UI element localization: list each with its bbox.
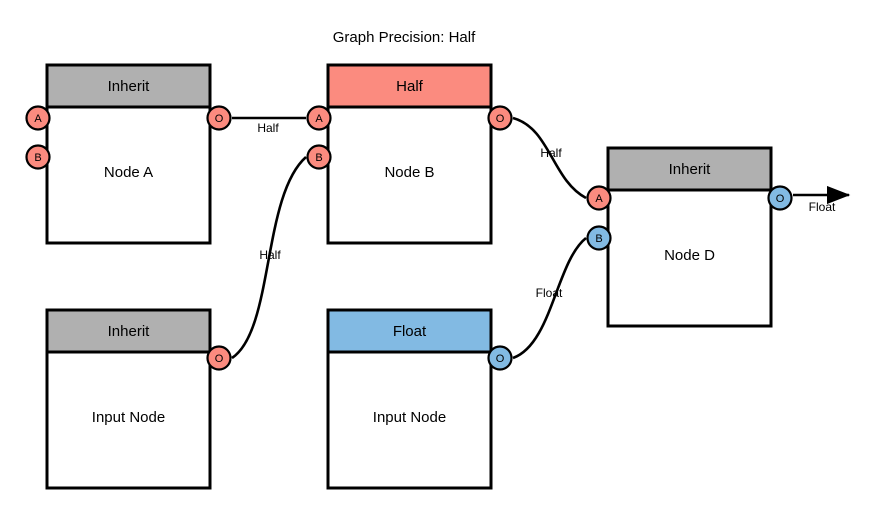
port-letter: O — [496, 113, 505, 125]
port-letter: O — [496, 353, 505, 365]
node-header-label: Inherit — [669, 161, 712, 178]
port-output-o[interactable]: O — [487, 345, 513, 371]
port-circle[interactable] — [25, 144, 51, 170]
page-title: Graph Precision: Half — [333, 29, 476, 46]
edge-edge-inputleft-out-to-b-in-b: Half — [231, 156, 307, 360]
graph-output-layer: Float — [793, 185, 851, 214]
port-letter: O — [215, 353, 224, 365]
edge-edge-a-out-to-b-in-a: Half — [232, 116, 306, 135]
node-header[interactable] — [326, 63, 493, 109]
port-circle[interactable] — [586, 185, 612, 211]
edge-label: Half — [540, 146, 562, 160]
node-header-label: Inherit — [108, 323, 151, 340]
edge-line[interactable] — [512, 116, 587, 200]
node-name-label: Node A — [104, 164, 153, 181]
edge-label: Half — [257, 121, 279, 135]
port-circle[interactable] — [206, 105, 232, 131]
port-letter: O — [215, 113, 224, 125]
port-output-o[interactable]: O — [206, 345, 232, 371]
port-letter: B — [315, 152, 322, 164]
node-header[interactable] — [606, 146, 773, 192]
edge-line[interactable] — [512, 236, 587, 360]
edge-edge-inputmiddle-out-to-d-in-b: Float — [512, 236, 587, 360]
port-circle[interactable] — [767, 185, 793, 211]
node-header[interactable] — [326, 308, 493, 354]
port-input-a[interactable]: A — [25, 105, 51, 131]
port-letter: O — [776, 193, 785, 205]
port-letter: B — [34, 152, 41, 164]
node-name-label: Input Node — [92, 409, 165, 426]
port-input-b[interactable]: B — [306, 144, 332, 170]
port-input-a[interactable]: A — [586, 185, 612, 211]
port-output-o[interactable]: O — [767, 185, 793, 211]
edge-label: Half — [259, 248, 281, 262]
port-input-b[interactable]: B — [586, 225, 612, 251]
port-input-b[interactable]: B — [25, 144, 51, 170]
node-header[interactable] — [45, 308, 212, 354]
edge-line[interactable] — [231, 156, 307, 360]
node-header-label: Float — [393, 323, 427, 340]
port-circle[interactable] — [306, 144, 332, 170]
edge-edge-b-out-to-d-in-a: Half — [512, 116, 587, 200]
port-circle[interactable] — [487, 345, 513, 371]
port-letter: A — [34, 113, 42, 125]
port-letter: A — [315, 113, 323, 125]
graph-output-label: Float — [809, 200, 836, 214]
node-header-label: Inherit — [108, 78, 151, 95]
port-circle[interactable] — [306, 105, 332, 131]
graph-output: Float — [793, 185, 851, 214]
node-name-label: Node B — [384, 164, 434, 181]
port-input-a[interactable]: A — [306, 105, 332, 131]
port-circle[interactable] — [206, 345, 232, 371]
node-header[interactable] — [45, 63, 212, 109]
port-circle[interactable] — [586, 225, 612, 251]
port-output-o[interactable]: O — [487, 105, 513, 131]
node-name-label: Input Node — [373, 409, 446, 426]
ports-layer: A B O A B O A B O O O — [25, 105, 793, 371]
edge-label: Float — [536, 286, 563, 300]
node-header-label: Half — [396, 78, 424, 95]
port-circle[interactable] — [25, 105, 51, 131]
port-circle[interactable] — [487, 105, 513, 131]
port-letter: B — [595, 233, 602, 245]
port-output-o[interactable]: O — [206, 105, 232, 131]
port-letter: A — [595, 193, 603, 205]
node-name-label: Node D — [664, 247, 715, 264]
